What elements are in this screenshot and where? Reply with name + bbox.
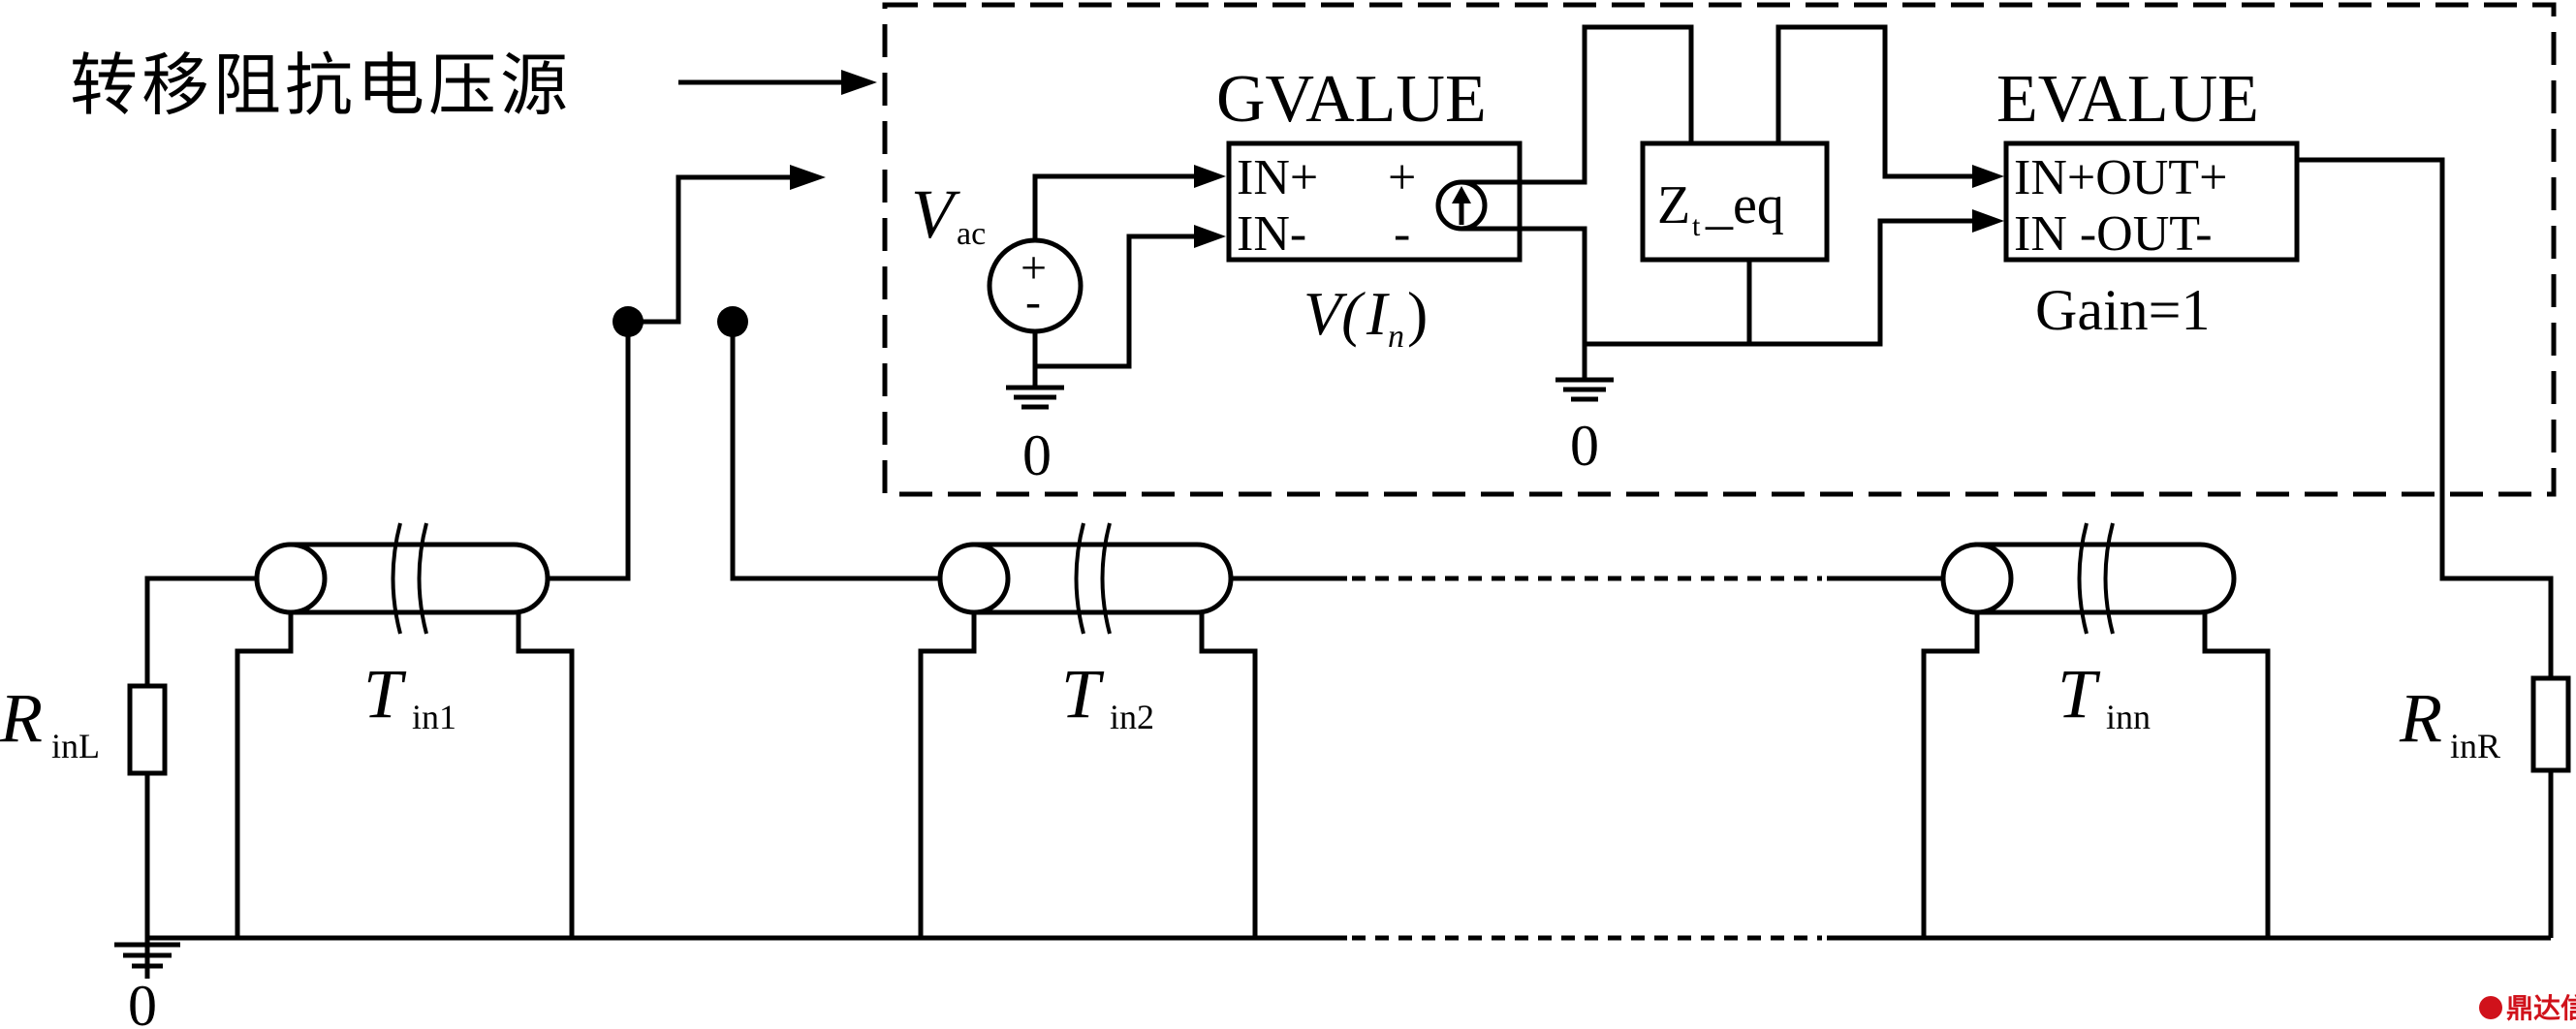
ground-symbol-source bbox=[1006, 331, 1064, 410]
svg-text:V(: V( bbox=[1304, 279, 1366, 348]
gvalue-title: GVALUE bbox=[1216, 62, 1487, 137]
svg-text:-: - bbox=[1025, 276, 1041, 327]
vac-label: V ac bbox=[911, 175, 986, 253]
svg-text:Z: Z bbox=[1657, 175, 1690, 235]
tin1-label: T in1 bbox=[363, 655, 456, 736]
svg-text:inR: inR bbox=[2450, 727, 2500, 765]
gvalue-out-minus: - bbox=[1394, 206, 1410, 262]
evalue-block bbox=[2003, 140, 2300, 263]
ground-label-mid: 0 bbox=[1570, 414, 1599, 478]
rinl-label: R inL bbox=[0, 679, 100, 765]
svg-text:R: R bbox=[0, 679, 43, 757]
ground-label-bottom: 0 bbox=[128, 974, 157, 1029]
ground-label-left: 0 bbox=[1022, 423, 1052, 487]
rinr-label: R inR bbox=[2399, 679, 2500, 765]
title-label: 转移阻抗电压源 bbox=[70, 46, 572, 125]
svg-text:t: t bbox=[1692, 210, 1701, 242]
evalue-title: EVALUE bbox=[1996, 62, 2259, 137]
transmission-line-tin2 bbox=[730, 322, 1347, 938]
transmission-line-tin1 bbox=[235, 322, 631, 938]
svg-text:inn: inn bbox=[2106, 698, 2151, 736]
gvalue-in-minus: IN- bbox=[1237, 206, 1306, 262]
svg-text:T: T bbox=[1061, 655, 1105, 733]
gvalue-out-plus: + bbox=[1388, 150, 1416, 205]
tinn-label: T inn bbox=[2058, 655, 2151, 736]
evalue-row-plus: IN+OUT+ bbox=[2014, 150, 2227, 205]
svg-text:I: I bbox=[1366, 279, 1390, 348]
ground-symbol-mid bbox=[1555, 344, 1614, 402]
transmission-line-tinn bbox=[1827, 522, 2271, 938]
vac-source: + - bbox=[987, 237, 1084, 334]
resistor-rinr bbox=[2530, 675, 2571, 773]
svg-text:inL: inL bbox=[51, 727, 100, 765]
zt-eq-label: Z t _eq bbox=[1657, 175, 1784, 242]
svg-text:_eq: _eq bbox=[1705, 175, 1784, 235]
svg-text:T: T bbox=[363, 655, 407, 733]
ground-symbol-bottom bbox=[114, 942, 180, 969]
zt-eq-block bbox=[1640, 140, 1830, 263]
watermark-logo: 鼎达信 bbox=[2479, 992, 2576, 1024]
svg-text:): ) bbox=[1407, 279, 1428, 348]
gvalue-block bbox=[1226, 140, 1523, 263]
svg-text:T: T bbox=[2058, 655, 2101, 733]
vin-label: V( I n ) bbox=[1304, 279, 1428, 355]
transfer-impedance-source-boundary bbox=[882, 2, 2557, 497]
svg-text:鼎达信: 鼎达信 bbox=[2506, 992, 2576, 1024]
title-arrow bbox=[678, 70, 877, 95]
svg-text:in2: in2 bbox=[1110, 698, 1154, 736]
svg-text:+: + bbox=[1021, 242, 1047, 294]
svg-text:V: V bbox=[911, 175, 960, 253]
svg-text:R: R bbox=[2399, 679, 2442, 757]
tin2-label: T in2 bbox=[1061, 655, 1154, 736]
evalue-row-minus: IN -OUT- bbox=[2014, 206, 2213, 262]
gain-label: Gain=1 bbox=[2035, 278, 2210, 342]
svg-text:in1: in1 bbox=[412, 698, 456, 736]
svg-text:n: n bbox=[1388, 319, 1404, 355]
svg-text:ac: ac bbox=[957, 216, 986, 252]
resistor-rinl bbox=[127, 683, 168, 776]
gvalue-in-plus: IN+ bbox=[1237, 150, 1318, 205]
switch-arrow bbox=[628, 165, 826, 325]
